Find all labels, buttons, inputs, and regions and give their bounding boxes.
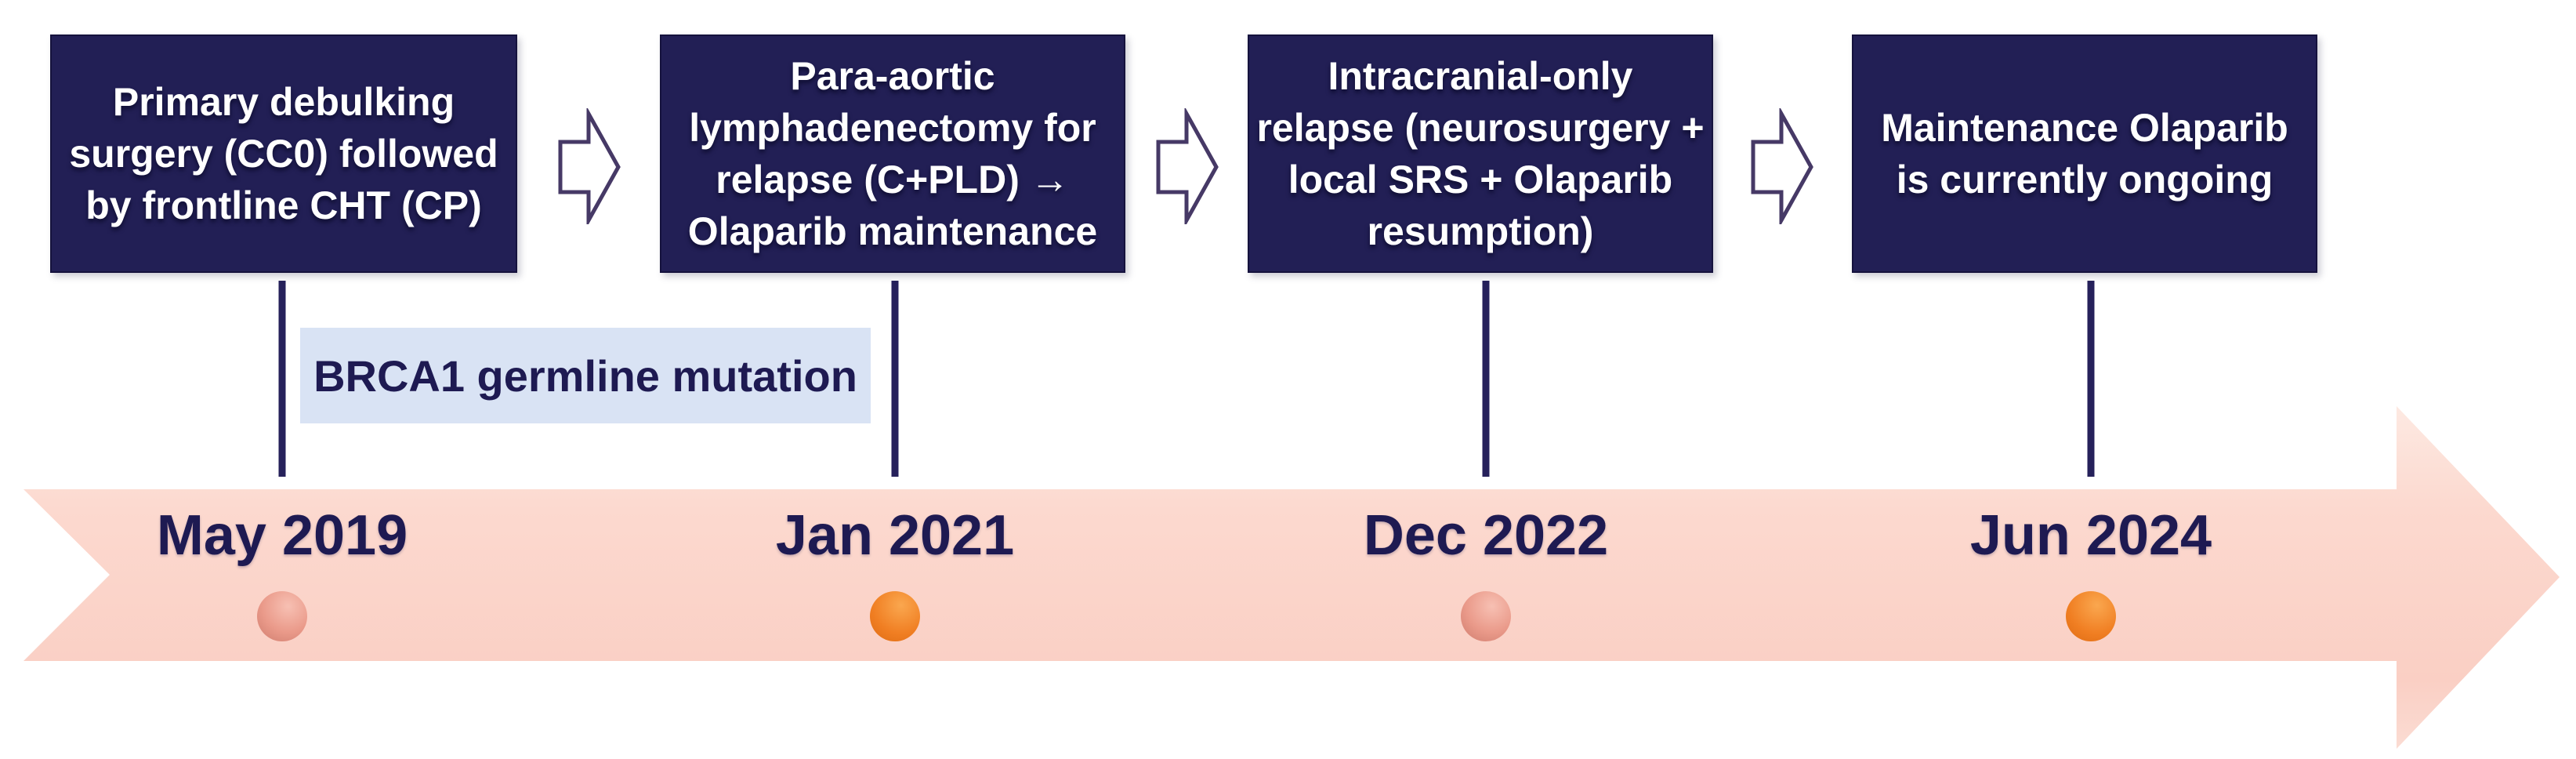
event-box-label: Para-aortic lymphadenectomy for relapse … (687, 54, 1098, 253)
brca1-mutation-label: BRCA1 germline mutation (300, 328, 871, 423)
event-box-label: Maintenance Olaparib is currently ongoin… (1881, 106, 2288, 202)
brca1-mutation-text: BRCA1 germline mutation (313, 350, 857, 401)
event-box-primary-surgery: Primary debulking surgery (CC0) followed… (50, 34, 517, 273)
event-box-label: Intracranial-only relapse (neurosurgery … (1256, 54, 1705, 253)
timeline-date: Dec 2022 (1363, 504, 1609, 567)
timeline-date: Jun 2024 (1969, 504, 2212, 567)
event-box-lymphadenectomy: Para-aortic lymphadenectomy for relapse … (660, 34, 1125, 273)
event-box-maintenance-olaparib: Maintenance Olaparib is currently ongoin… (1852, 34, 2317, 273)
timeline-dot (870, 591, 920, 641)
event-box-intracranial-relapse: Intracranial-only relapse (neurosurgery … (1248, 34, 1713, 273)
timeline-dot (1461, 591, 1511, 641)
event-box-label: Primary debulking surgery (CC0) followed… (69, 80, 498, 227)
timeline-date: Jan 2021 (775, 504, 1015, 567)
timeline-dot (2066, 591, 2116, 641)
chevron-right-icon (558, 108, 621, 224)
chevron-right-icon (1751, 108, 1813, 224)
timeline-date: May 2019 (156, 504, 408, 567)
timeline-ribbon-arrow (24, 406, 2560, 749)
timeline-dot (257, 591, 307, 641)
chevron-right-icon (1156, 108, 1219, 224)
